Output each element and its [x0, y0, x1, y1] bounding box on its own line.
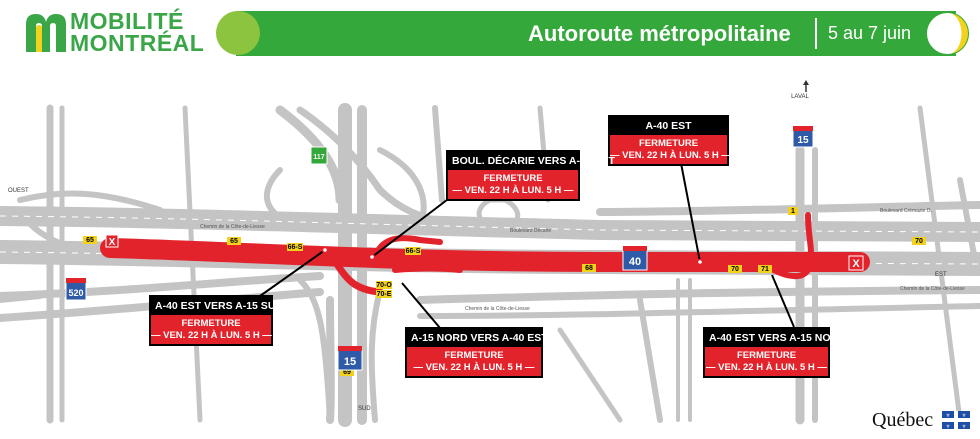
exit-tag: 69 [343, 369, 351, 376]
a15-south-shield: 15 [337, 346, 363, 371]
exit-tag: 70-E [377, 291, 392, 298]
svg-text:⚜: ⚜ [946, 413, 950, 419]
street-label: Boulevard Décarie [510, 228, 551, 234]
header-banner [236, 11, 956, 56]
exit-tag: 1 [791, 208, 795, 215]
callout-schedule: — VEN. 22 H À LUN. 5 H — [151, 330, 272, 341]
exit-tag: 70 [731, 266, 739, 273]
a15-north-shield: 15 [792, 126, 814, 148]
callout-status: FERMETURE [483, 173, 543, 184]
callout-title: A-40 EST VERS A-15 SUD [151, 297, 283, 315]
callout-a15-nord-a40-est: A-15 NORD VERS A-40 EST FERMETURE — VEN.… [405, 327, 548, 378]
callout-decarie-a40-est: BOUL. DÉCARIE VERS A-40 EST FERMETURE — … [446, 150, 615, 201]
callout-schedule: — VEN. 22 H À LUN. 5 H — [413, 362, 535, 373]
exit-tag: 66-S [406, 248, 421, 255]
svg-text:117: 117 [313, 154, 324, 161]
quebec-wordmark: Québec [872, 409, 934, 431]
callout-schedule: — VEN. 22 H À LUN. 5 H — [452, 185, 574, 196]
mobilite-montreal-logo [26, 14, 66, 52]
moon-phase-icon [926, 12, 969, 55]
page-title: Autoroute métropolitaine [528, 21, 791, 46]
a40-shield: 40 [622, 246, 648, 271]
closure-marker-x: X [852, 258, 860, 270]
callout-title: BOUL. DÉCARIE VERS A-40 EST [448, 152, 615, 170]
callout-status: FERMETURE [181, 318, 241, 329]
callout-title: A-40 EST [610, 117, 727, 135]
route-117-shield: 117 [310, 146, 328, 165]
svg-text:⚜: ⚜ [962, 424, 966, 429]
exit-tag: 68 [585, 265, 593, 272]
exit-tag: 65 [86, 237, 94, 244]
street-label: Boulevard Crémazie O. [880, 208, 932, 214]
exit-tag: 70-O [376, 282, 392, 289]
header-divider [815, 18, 817, 49]
exit-tag: 66-S [288, 244, 303, 251]
callout-a40-est: A-40 EST FERMETURE — VEN. 22 H À LUN. 5 … [608, 115, 731, 166]
callout-title: A-15 NORD VERS A-40 EST [407, 329, 548, 347]
callout-status: FERMETURE [638, 138, 699, 149]
logo-line2: MONTRÉAL [70, 30, 205, 56]
street-label: Chemin de la Côte-de-Liesse [200, 224, 265, 230]
logo-line1: MOBILITÉ [70, 8, 184, 34]
callout-status: FERMETURE [736, 350, 797, 361]
closure-marker-x: X [109, 237, 116, 248]
a520-shield: 520 [65, 278, 87, 301]
callout-schedule: — VEN. 22 H À LUN. 5 H — [610, 150, 731, 161]
svg-text:15: 15 [344, 356, 356, 368]
closure-markers: X X [105, 234, 864, 271]
callout-title: A-40 EST VERS A-15 NORD [705, 329, 846, 347]
moon-icon [216, 11, 260, 55]
svg-text:15: 15 [797, 135, 809, 146]
svg-text:⚜: ⚜ [946, 424, 950, 429]
callout-schedule: — VEN. 22 H À LUN. 5 H — [706, 362, 827, 373]
svg-text:40: 40 [629, 256, 641, 268]
direction-label-south: SUD [358, 406, 371, 412]
street-label: Chemin de la Côte-de-Liesse [465, 306, 530, 312]
direction-label-west: OUEST [8, 188, 29, 194]
callout-a40-est-a15-sud: A-40 EST VERS A-15 SUD FERMETURE — VEN. … [149, 295, 283, 346]
date-range: 5 au 7 juin [828, 23, 912, 43]
svg-text:⚜: ⚜ [962, 413, 966, 419]
exit-tag: 70 [915, 238, 923, 245]
quebec-flag-icon: ⚜ ⚜ ⚜ ⚜ [942, 411, 970, 429]
exit-tag: 71 [761, 266, 769, 273]
exit-tag: 65 [230, 238, 238, 245]
street-label: Chemin de la Côte-de-Liesse [900, 286, 965, 292]
svg-text:520: 520 [68, 288, 83, 298]
highway-shields: 520 40 15 15 117 [65, 126, 814, 371]
callout-a40-est-a15-nord: A-40 EST VERS A-15 NORD FERMETURE — VEN.… [703, 327, 846, 378]
direction-label-north: LAVAL [791, 94, 809, 100]
callout-status: FERMETURE [444, 350, 504, 361]
direction-label-east: EST [935, 272, 947, 278]
